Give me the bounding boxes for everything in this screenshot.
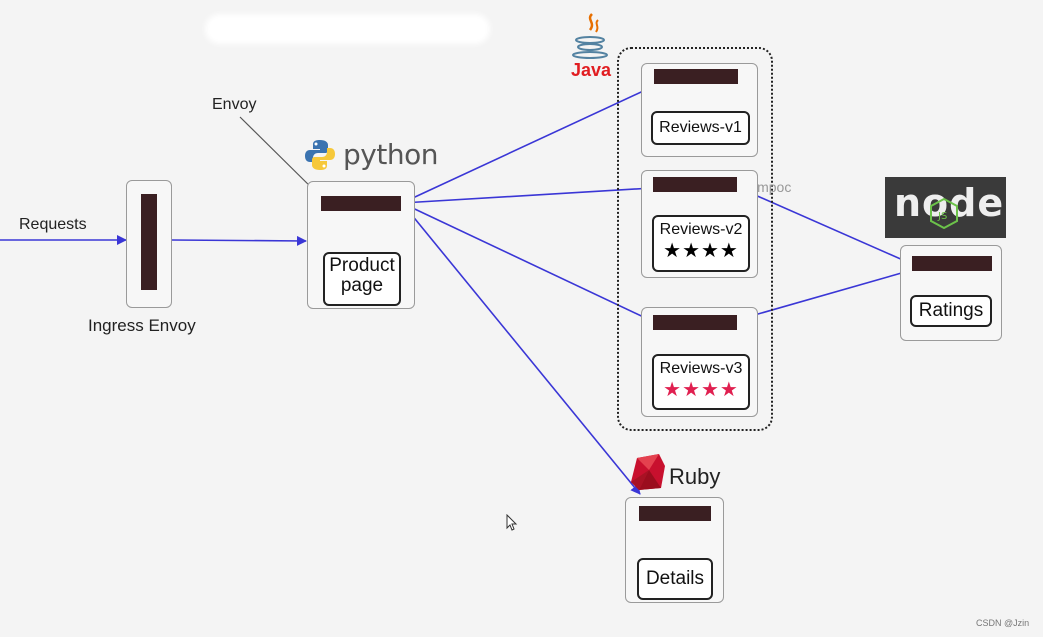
- svg-text:JS: JS: [937, 211, 947, 222]
- reviews-v2-sidecar: [653, 177, 737, 192]
- productpage-service: Product page: [323, 252, 401, 306]
- details-service: Details: [637, 558, 713, 600]
- reviews-group: [617, 47, 773, 431]
- reviews-v1-box: Reviews-v1: [641, 63, 758, 157]
- details-label: Details: [645, 568, 705, 589]
- impoc-label: impoc: [754, 179, 792, 195]
- ruby-logo: Ruby: [627, 452, 737, 496]
- productpage-sidecar: [321, 196, 401, 211]
- ruby-logo-text: Ruby: [669, 464, 721, 489]
- ingress-envoy-box: [126, 180, 172, 308]
- nodejs-hexagon-icon: JS: [930, 197, 958, 230]
- productpage-label: Product page: [329, 255, 395, 296]
- python-logo-text: python: [343, 138, 438, 171]
- reviews-v1-label: Reviews-v1: [659, 119, 742, 136]
- ratings-sidecar: [912, 256, 992, 271]
- node-logo-text: node: [894, 181, 1005, 225]
- reviews-v3-sidecar: [653, 315, 737, 330]
- csdn-watermark: CSDN @Jzin: [976, 618, 1030, 628]
- arrow-productpage-to-reviews-v2: [401, 183, 653, 204]
- reviews-v2-label: Reviews-v2: [659, 221, 743, 238]
- ratings-box: Ratings: [900, 245, 1002, 341]
- reviews-v3-stars: ★★★★: [663, 379, 739, 401]
- arrow-ingress-to-productpage: [171, 235, 307, 246]
- details-sidecar: [639, 506, 711, 521]
- requests-label: Requests: [19, 216, 87, 233]
- reviews-v3-label: Reviews-v3: [659, 360, 743, 377]
- arrow-productpage-to-reviews-v3: [401, 202, 653, 322]
- ruby-icon: [631, 454, 665, 490]
- arrow-reviews-v2-to-ratings: [736, 186, 913, 265]
- reviews-v3-service: Reviews-v3 ★★★★: [652, 354, 750, 410]
- arrow-reviews-v3-to-ratings: [736, 267, 913, 321]
- ratings-service: Ratings: [910, 295, 992, 327]
- redaction-blur: [205, 14, 490, 44]
- envoy-label: Envoy: [212, 96, 257, 113]
- node-logo: node JS: [885, 177, 1006, 238]
- java-icon: [572, 13, 608, 59]
- java-logo: Java: [568, 12, 612, 82]
- reviews-v1-service: Reviews-v1: [651, 111, 750, 145]
- ingress-envoy-sidecar: [141, 194, 157, 290]
- productpage-box: Product page: [307, 181, 415, 309]
- arrow-productpage-to-reviews-v1: [401, 85, 655, 204]
- reviews-v3-box: Reviews-v3 ★★★★: [641, 307, 758, 417]
- python-icon: [305, 140, 335, 170]
- mouse-cursor-icon: [506, 514, 518, 531]
- python-logo: python: [305, 138, 440, 172]
- arrow-productpage-to-details: [401, 202, 641, 495]
- details-box: Details: [625, 497, 724, 603]
- reviews-v1-sidecar: [654, 69, 738, 84]
- java-logo-text: Java: [571, 60, 612, 80]
- reviews-v2-service: Reviews-v2 ★★★★: [652, 215, 750, 272]
- reviews-v2-box: Reviews-v2 ★★★★: [641, 170, 758, 278]
- reviews-v2-stars: ★★★★: [663, 240, 739, 262]
- ratings-label: Ratings: [918, 300, 984, 321]
- ingress-envoy-label: Ingress Envoy: [88, 316, 196, 335]
